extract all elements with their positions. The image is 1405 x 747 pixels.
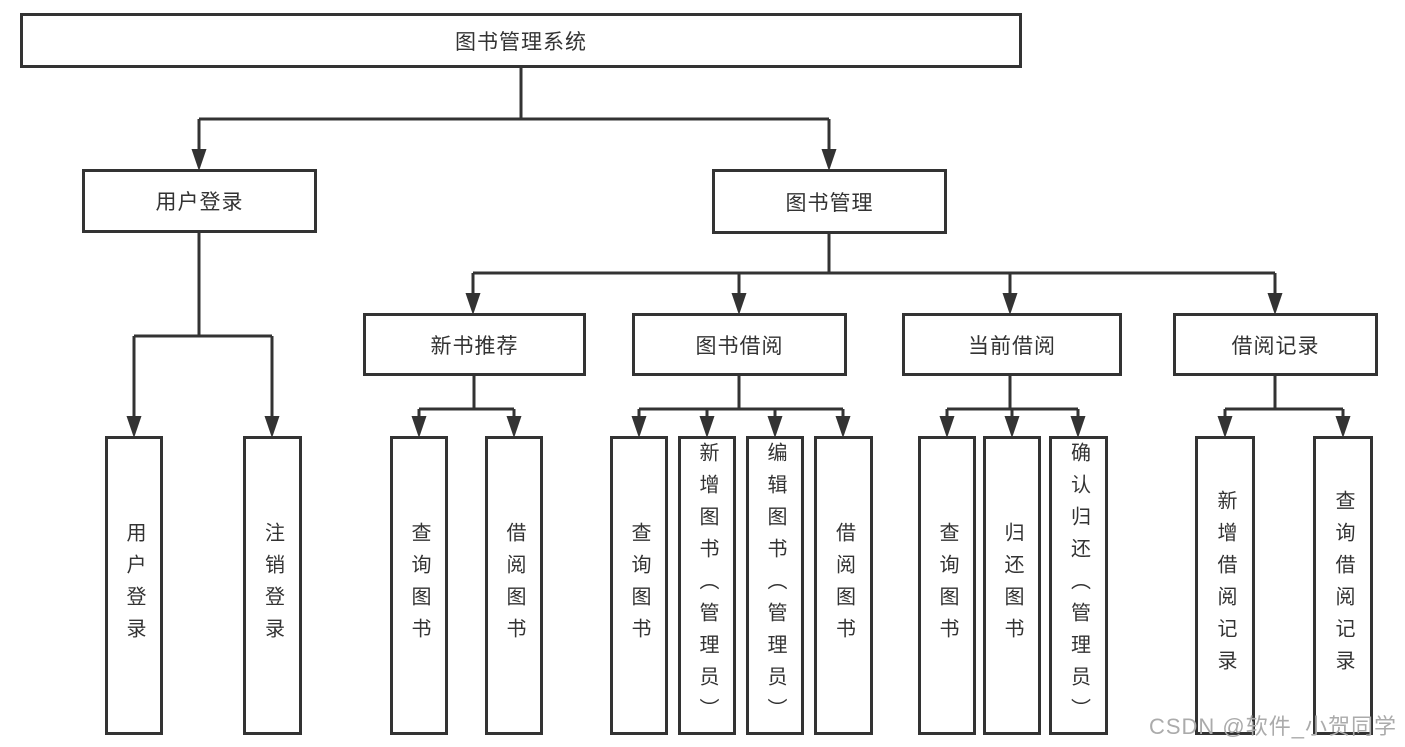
arrow-down-icon [731, 293, 747, 315]
arrow-down-icon [939, 416, 955, 438]
node-label: 用户登录 [123, 521, 145, 650]
node-user-login-action: 用户登录 [105, 436, 163, 735]
node-query-books-recommend: 查询图书 [390, 436, 448, 735]
node-query-borrow-record: 查询借阅记录 [1313, 436, 1373, 735]
node-confirm-return-admin: 确认归还（管理员） [1049, 436, 1108, 735]
node-label: 确认归还（管理员） [1067, 441, 1090, 730]
node-label: 借阅记录 [1231, 334, 1320, 358]
node-label: 图书借阅 [695, 334, 784, 358]
arrow-down-icon [1335, 416, 1351, 438]
node-label: 新书推荐 [430, 334, 519, 358]
node-borrow-books: 借阅图书 [814, 436, 873, 735]
connector-borrowing-records-children [1217, 376, 1351, 438]
node-user-login: 用户登录 [82, 169, 317, 233]
node-logout: 注销登录 [243, 436, 302, 735]
node-query-books-current: 查询图书 [918, 436, 976, 735]
connector-book-borrowing-children [631, 376, 851, 438]
arrow-down-icon [1217, 416, 1233, 438]
arrow-down-icon [631, 416, 647, 438]
arrow-down-icon [465, 293, 481, 315]
arrow-down-icon [191, 149, 207, 171]
node-current-borrowing: 当前借阅 [902, 313, 1122, 376]
node-edit-books-admin: 编辑图书（管理员） [746, 436, 804, 735]
node-return-books: 归还图书 [983, 436, 1041, 735]
arrow-down-icon [1004, 416, 1020, 438]
node-label: 新增借阅记录 [1214, 489, 1236, 682]
node-book-borrowing: 图书借阅 [632, 313, 847, 376]
node-book-management: 图书管理 [712, 169, 947, 234]
node-add-borrow-record: 新增借阅记录 [1195, 436, 1255, 735]
node-label: 用户登录 [155, 191, 244, 214]
arrow-down-icon [126, 416, 142, 438]
node-library-system: 图书管理系统 [20, 13, 1022, 68]
node-label: 借阅图书 [832, 521, 855, 650]
watermark: CSDN @软件_小贺同学 [1148, 714, 1397, 739]
connector-book-management-children [465, 234, 1283, 315]
arrow-down-icon [699, 416, 715, 438]
node-label: 查询借阅记录 [1332, 489, 1354, 682]
node-label: 图书管理系统 [455, 30, 587, 54]
arrow-down-icon [264, 416, 280, 438]
arrow-down-icon [835, 416, 851, 438]
node-label: 借阅图书 [503, 521, 525, 650]
arrow-down-icon [1002, 293, 1018, 315]
node-borrow-books-recommend: 借阅图书 [485, 436, 543, 735]
arrow-down-icon [1070, 416, 1086, 438]
connector-new-book-children [411, 376, 522, 438]
arrow-down-icon [506, 416, 522, 438]
node-label: 图书管理 [785, 191, 874, 215]
connector-current-borrowing-children [939, 376, 1086, 438]
arrow-down-icon [1267, 293, 1283, 315]
node-label: 新增图书（管理员） [696, 441, 718, 730]
node-new-book-recommend: 新书推荐 [363, 313, 586, 376]
node-add-books-admin: 新增图书（管理员） [678, 436, 736, 735]
node-query-books-borrowing: 查询图书 [610, 436, 668, 735]
node-label: 注销登录 [261, 521, 284, 650]
arrow-down-icon [767, 416, 783, 438]
node-label: 查询图书 [628, 521, 650, 650]
node-borrowing-records: 借阅记录 [1173, 313, 1378, 376]
node-label: 当前借阅 [968, 334, 1056, 358]
node-label: 归还图书 [1001, 521, 1023, 650]
node-label: 编辑图书（管理员） [764, 441, 786, 730]
arrow-down-icon [821, 149, 837, 171]
node-label: 查询图书 [408, 521, 430, 650]
connector-root-to-level1 [191, 68, 837, 171]
arrow-down-icon [411, 416, 427, 438]
connector-user-login-children [126, 233, 280, 438]
node-label: 查询图书 [936, 521, 958, 650]
